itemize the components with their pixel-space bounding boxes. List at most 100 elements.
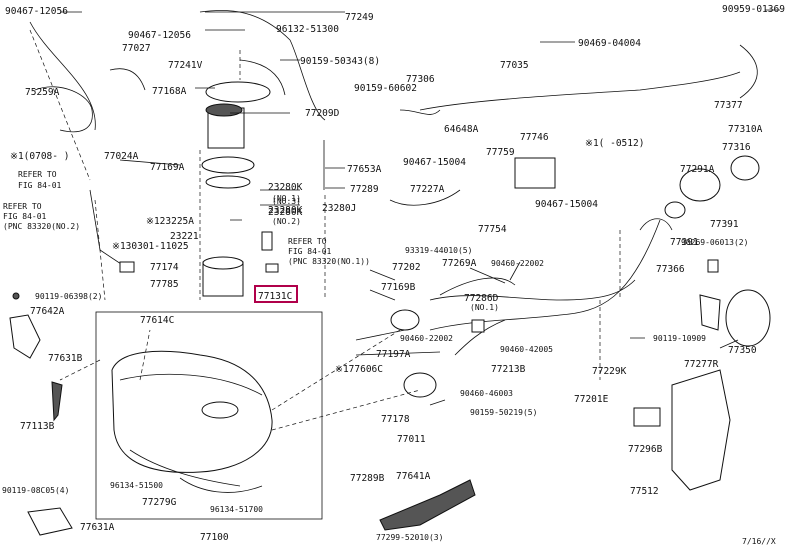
label: 77178	[381, 414, 410, 425]
label: 90460-22002	[400, 334, 453, 343]
label: 77209D	[305, 108, 340, 119]
label: ※123225A	[146, 216, 194, 227]
dashed-guides-left	[29, 29, 326, 381]
label: 7/16//X	[742, 537, 776, 546]
label: 77642A	[30, 306, 65, 317]
label: (NO.1)	[470, 303, 499, 312]
ring-77178	[403, 372, 437, 398]
pump-cover	[205, 81, 271, 103]
label: 90959-01369	[722, 4, 785, 15]
hose-77213b	[454, 319, 506, 356]
tank-straps	[129, 449, 241, 487]
label: 23221	[170, 231, 199, 242]
label: 77316	[722, 142, 751, 153]
label: 77027	[122, 43, 151, 54]
filter-top	[202, 256, 244, 270]
label: 77201E	[574, 394, 609, 405]
tank-band-77279g	[179, 477, 263, 493]
clip-part	[265, 263, 279, 273]
label: 77299-52010(3)	[376, 533, 443, 542]
label: REFER TO	[18, 170, 57, 179]
leader-lines-mid	[119, 87, 345, 221]
label: 77269A	[442, 258, 477, 269]
label: 77754	[478, 224, 507, 235]
label: FIG 84-01	[3, 212, 47, 221]
label: 90159-50343(8)	[300, 56, 380, 67]
hose-top-left	[29, 21, 96, 131]
cap-77310a	[730, 155, 760, 181]
label: 77377	[714, 100, 743, 111]
label: FIG 84-01	[288, 247, 332, 256]
label: 77241V	[168, 60, 203, 71]
label: 23280K	[268, 182, 303, 193]
label: 90119-06398(2)	[35, 292, 102, 301]
label: 77391	[710, 219, 739, 230]
guard-77277r	[671, 369, 731, 491]
label: 77759	[486, 147, 515, 158]
ring-77169	[205, 175, 251, 189]
label: 77169B	[381, 282, 416, 293]
label: 64648A	[444, 124, 479, 135]
clip-77286d	[471, 319, 485, 333]
label: 77213B	[491, 364, 526, 375]
label: (NO.3)	[272, 197, 301, 206]
label: 90467-15004	[535, 199, 598, 210]
label: 77202	[392, 262, 421, 273]
bracket-77631a	[27, 507, 73, 536]
label: REFER TO	[288, 237, 327, 246]
connector-77131c	[261, 231, 273, 251]
clamp-77306	[399, 109, 441, 115]
label: 90119-10909	[653, 334, 706, 343]
label: (NO.2)	[272, 217, 301, 226]
canister-77746	[514, 157, 556, 189]
label: 77227A	[410, 184, 445, 195]
label: (NO.1)	[272, 194, 301, 203]
label: 77289B	[350, 473, 385, 484]
label: 77391	[670, 237, 699, 248]
label: 90460-22002	[491, 259, 544, 268]
label: 77350	[728, 345, 757, 356]
label: 77366	[656, 264, 685, 275]
label: 77168A	[152, 86, 187, 97]
label: 23280K	[268, 207, 303, 218]
clip-77366	[707, 259, 719, 273]
label: 77100	[200, 532, 229, 543]
label: 90460-46003	[460, 389, 513, 398]
label: 90469-04004	[578, 38, 641, 49]
label: 90460-42005	[500, 345, 553, 354]
protector-77641a	[379, 479, 476, 531]
label: 77653A	[347, 164, 382, 175]
lid-77350	[725, 289, 771, 347]
label: 77631B	[48, 353, 83, 364]
tank-opening	[201, 401, 239, 419]
label: 77631A	[80, 522, 115, 533]
label: 77296B	[628, 444, 663, 455]
label: ※1(0708- )	[10, 151, 69, 162]
tank-ridge	[119, 373, 263, 396]
label: 77174	[150, 262, 179, 273]
tube-77035	[419, 71, 741, 111]
label: 77011	[397, 434, 426, 445]
label: ※177606C	[335, 364, 383, 375]
label: 77113B	[20, 421, 55, 432]
filler-pipe-upper	[429, 279, 636, 301]
label: 77249	[345, 12, 374, 23]
label: 90467-12056	[128, 30, 191, 41]
label: 77277R	[684, 359, 719, 370]
hose-77249	[199, 10, 326, 121]
bracket-77296b	[633, 407, 661, 427]
label: FIG 84-01	[18, 181, 62, 190]
fuel-tank-77100	[111, 350, 273, 473]
label: 77291A	[680, 164, 715, 175]
label-77131c: 77131C	[258, 291, 292, 302]
sender-arm	[89, 189, 131, 271]
label: 77279G	[142, 497, 177, 508]
label: 90159-50219(5)	[470, 408, 537, 417]
label: 90159-60602	[354, 83, 417, 94]
sender-float	[119, 261, 135, 273]
label: 90467-12056	[5, 6, 68, 17]
highlight-77131c	[254, 285, 298, 303]
gasket-77169a	[201, 156, 255, 174]
hose-77269a	[439, 277, 516, 296]
